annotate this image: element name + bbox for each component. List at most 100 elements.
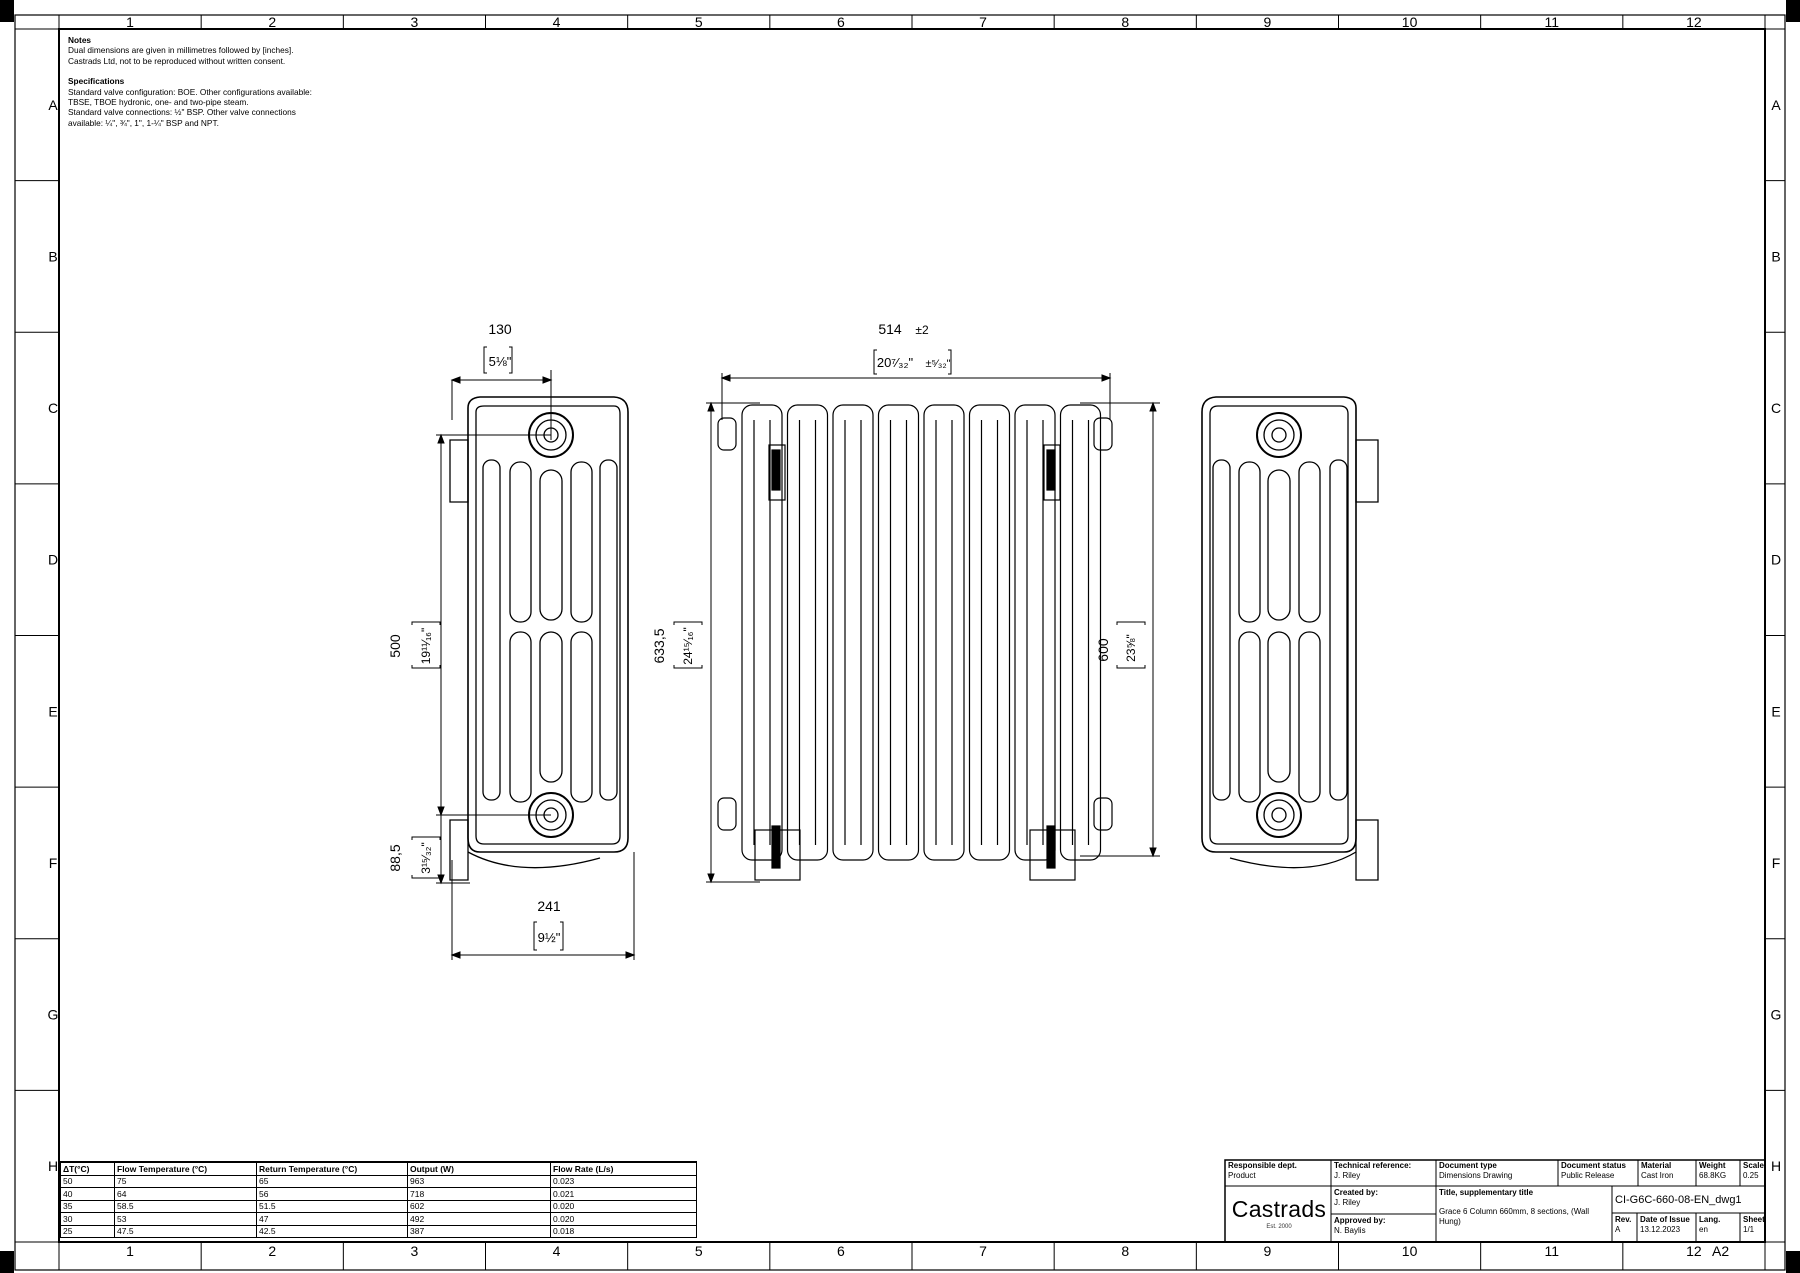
- grid-row-label: F: [1772, 855, 1781, 871]
- notes-line: Castrads Ltd, not to be reproduced witho…: [68, 55, 286, 66]
- table-header-row: ΔT(°C) Flow Temperature (°C) Return Temp…: [60, 1161, 697, 1176]
- radiator-section: [1059, 404, 1102, 861]
- grid-row-label: H: [48, 1158, 58, 1174]
- dim-total-height-in: 24¹⁵⁄₁₆": [681, 627, 695, 664]
- table-cell: 47.5: [114, 1224, 257, 1238]
- title-block-frame: [1224, 1159, 1766, 1243]
- tb-label: Rev.: [1615, 1215, 1632, 1224]
- tb-technical-reference: Technical reference: J. Riley: [1334, 1161, 1411, 1181]
- grid-row-label: A: [48, 97, 58, 113]
- grid-row-label: B: [48, 248, 57, 264]
- notes-heading: Notes: [68, 35, 92, 45]
- tb-value: Dimensions Drawing: [1439, 1171, 1513, 1180]
- table-cell: 53: [114, 1212, 257, 1226]
- table-cell: 51.5: [256, 1199, 408, 1213]
- grid-column-label: 2: [268, 1243, 276, 1259]
- grid-column-label: 4: [553, 1243, 561, 1259]
- dim-front-width-tol-in: ±⁵⁄₃₂": [925, 358, 950, 370]
- tb-sheet: Sheet 1/1: [1743, 1215, 1765, 1235]
- table-cell: 64: [114, 1187, 257, 1201]
- grid-row-label: F: [49, 855, 58, 871]
- tb-label: Created by:: [1334, 1188, 1379, 1197]
- tb-document-status: Document status Public Release: [1561, 1161, 1626, 1181]
- tb-value: 68.8KG: [1699, 1171, 1727, 1180]
- side-view-left: [449, 396, 629, 881]
- tb-value: J. Riley: [1334, 1171, 1361, 1180]
- grid-column-label: 7: [979, 1243, 987, 1259]
- tb-label: Technical reference:: [1334, 1161, 1412, 1170]
- dim-front-width-tol: ±2: [915, 323, 929, 337]
- table-cell: 0.023: [550, 1174, 697, 1188]
- table-header: Flow Rate (L/s): [550, 1161, 697, 1176]
- table-cell: 30: [60, 1212, 115, 1226]
- grid-column-label: 5: [695, 14, 703, 30]
- tb-responsible-dept: Responsible dept. Product: [1228, 1161, 1297, 1181]
- table-cell: 718: [407, 1187, 551, 1201]
- grid-column-label: 6: [837, 1243, 845, 1259]
- tb-value: 0.25: [1743, 1171, 1759, 1180]
- tb-rev: Rev. A: [1615, 1215, 1631, 1235]
- front-view: [717, 404, 1113, 881]
- grid-column-label: 12: [1686, 1243, 1702, 1259]
- grid-column-label: 9: [1264, 14, 1272, 30]
- performance-table: ΔT(°C) Flow Temperature (°C) Return Temp…: [60, 1161, 697, 1238]
- tb-title: Title, supplementary title Grace 6 Colum…: [1439, 1188, 1609, 1227]
- grid-column-label: 8: [1121, 1243, 1129, 1259]
- table-cell: 47: [256, 1212, 408, 1226]
- notes-line: Dual dimensions are given in millimetres…: [68, 45, 294, 56]
- specifications-line: Standard valve connections: ½" BSP. Othe…: [68, 107, 296, 118]
- dim-depth-mm: 241: [537, 898, 561, 914]
- specifications-line: Standard valve configuration: BOE. Other…: [68, 86, 312, 97]
- corner-mark: [1786, 1251, 1800, 1273]
- dim-side-height-in: 19¹¹⁄₁₆": [419, 628, 433, 665]
- dim-foot-height-mm: 88,5: [387, 844, 403, 871]
- specifications-line: TBSE, TBOE hydronic, one- and two-pipe s…: [68, 97, 249, 108]
- inner-frame: [58, 28, 1766, 1243]
- table-cell: 40: [60, 1187, 115, 1201]
- grid-row-label: D: [1771, 552, 1781, 568]
- tb-value: J. Riley: [1334, 1198, 1361, 1207]
- grid-column-label: 2: [268, 14, 276, 30]
- tb-label: Date of Issue: [1640, 1215, 1690, 1224]
- dim-depth-in: 9½": [538, 930, 561, 945]
- table-cell: 58.5: [114, 1199, 257, 1213]
- tb-label: Scale: [1743, 1161, 1764, 1170]
- dim-centres-mm: 600: [1095, 638, 1111, 662]
- tb-value: Public Release: [1561, 1171, 1615, 1180]
- grid-column-label: 1: [126, 1243, 134, 1259]
- tb-date: Date of Issue 13.12.2023: [1640, 1215, 1690, 1235]
- tb-material: Material Cast Iron: [1641, 1161, 1673, 1181]
- grid-column-label: 1: [126, 14, 134, 30]
- paper-size: A2: [1712, 1243, 1730, 1259]
- company-name: Castrads: [1231, 1196, 1327, 1222]
- table-cell: 25: [60, 1224, 115, 1238]
- table-cell: 42.5: [256, 1224, 408, 1238]
- table-cell: 0.020: [550, 1212, 697, 1226]
- tb-value: Product: [1228, 1171, 1256, 1180]
- specifications-line: available: ¼", ¾", 1", 1-¼" BSP and NPT.: [68, 117, 219, 128]
- grid-column-label: 8: [1121, 14, 1129, 30]
- grid-column-label: 10: [1402, 14, 1418, 30]
- table-cell: 56: [256, 1187, 408, 1201]
- dim-foot-height-in: 3¹⁵⁄₃₂": [419, 842, 433, 873]
- table-header: ΔT(°C): [60, 1161, 115, 1176]
- grid-column-label: 7: [979, 14, 987, 30]
- grid-column-label: 4: [553, 14, 561, 30]
- specifications-heading: Specifications: [68, 76, 125, 87]
- tb-label: Material: [1641, 1161, 1672, 1170]
- tb-value: A: [1615, 1225, 1621, 1234]
- table-cell: 387: [407, 1224, 551, 1238]
- grid-row-label: E: [48, 703, 57, 719]
- tb-label: Weight: [1699, 1161, 1726, 1170]
- tb-label: Responsible dept.: [1228, 1161, 1297, 1170]
- dim-front-width-in: 20⁷⁄₃₂": [877, 355, 914, 370]
- side-view-right: [1201, 396, 1379, 881]
- radiator-section: [1014, 404, 1056, 861]
- outer-frame: [14, 14, 1786, 1271]
- corner-mark: [0, 1251, 14, 1273]
- table-cell: 963: [407, 1174, 551, 1188]
- tb-scale: Scale 0.25: [1743, 1161, 1764, 1181]
